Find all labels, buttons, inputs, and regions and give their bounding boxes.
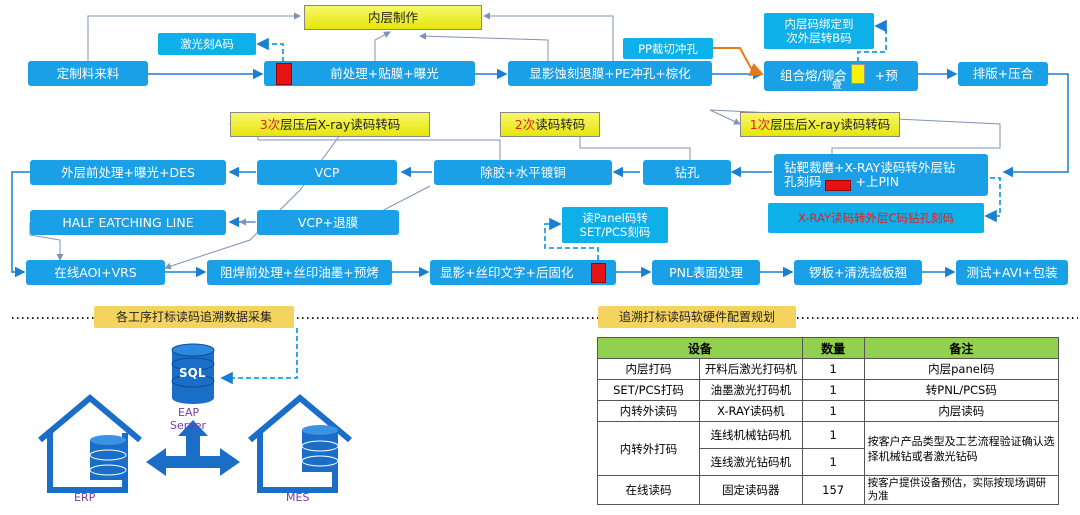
- data-exchange-arrow-icon: [146, 420, 240, 476]
- target-line2: 孔刻码 +上PIN: [784, 175, 899, 189]
- table-cell-device: 连线激光钻码机: [699, 448, 803, 476]
- table-cell-remark: 转PNL/PCS码: [863, 379, 1060, 401]
- silk-label: 显影+丝印文字+后固化: [440, 264, 574, 280]
- cutting-box: 定制料来料: [28, 61, 148, 86]
- xray-3-box: 3次层压后X-ray读码转码: [230, 112, 430, 137]
- mes-label: MES: [286, 491, 310, 504]
- aoi-box: 在线AOI+VRS: [26, 260, 165, 285]
- inner-layer-box: 内层制作: [304, 5, 482, 30]
- panel-note-line1: 读Panel码转: [582, 211, 648, 225]
- bind-b-line2: 次外层转B码: [786, 31, 852, 45]
- pretreat-label: 前处理+贴膜+曝光: [330, 65, 439, 81]
- mes-house-icon: [248, 394, 352, 493]
- target-box: 钻靶裁磨+X-RAY读码转外层钻 孔刻码 +上PIN: [774, 154, 988, 196]
- table-row: 内层打码 开料后激光打码机 1 内层panel码: [597, 358, 1060, 380]
- silk-box: 显影+丝印文字+后固化: [430, 260, 616, 285]
- table-cell-qty: 1: [801, 448, 865, 476]
- table-cell-qty: 1: [801, 379, 865, 401]
- right-section-bar: 追溯打标读码软硬件配置规划: [598, 306, 796, 328]
- table-cell-item: SET/PCS打码: [597, 379, 700, 401]
- table-row: 内转外打码 连线机械钻码机 1 按客户产品类型及工艺流程验证确认选择机械钻或者激…: [597, 421, 1060, 476]
- table-cell-remark: 内层读码: [863, 400, 1060, 422]
- table-cell-qty: 157: [801, 475, 865, 505]
- table-cell-item: 内层打码: [597, 358, 700, 380]
- table-cell-remark: 内层panel码: [863, 358, 1060, 380]
- fuse-label-end: +预: [874, 68, 898, 83]
- xray-1-label: 层压后X-ray读码转码: [770, 116, 891, 132]
- fuse-b-marker: [851, 64, 865, 84]
- xray-1-box: 1次层压后X-ray读码转码: [740, 112, 900, 137]
- table-cell-qty: 1: [801, 400, 865, 422]
- half-etching-box: HALF EATCHING LINE: [30, 210, 226, 235]
- eap-server-label: Server: [170, 419, 207, 432]
- fuse-label: 组合熔/铆合: [780, 68, 847, 83]
- table-cell-qty: 1: [801, 421, 865, 449]
- table-cell-qty: 1: [801, 358, 865, 380]
- fuse-label-sub: 叠: [832, 80, 842, 91]
- xray-1-count: 1次: [749, 116, 771, 132]
- table-cell-remark: 按客户提供设备预估，实际按现场调研为准: [863, 475, 1060, 505]
- target-line2b: +上PIN: [855, 174, 900, 189]
- etch-box: 显影蚀刻退膜+PE冲孔+棕化: [508, 61, 712, 86]
- desmear-box: 除胶+水平镀铜: [434, 160, 612, 185]
- solder-box: 阻焊前处理+丝印油墨+预烤: [207, 260, 392, 285]
- sql-database-icon: [171, 343, 215, 404]
- pp-cut-box: PP裁切冲孔: [623, 38, 713, 59]
- table-row: 连线激光钻码机 1: [598, 448, 1059, 476]
- pnl-box: PNL表面处理: [652, 260, 760, 285]
- route-box: 锣板+清洗验板翘: [794, 260, 922, 285]
- laser-mark-a-marker: [276, 63, 292, 85]
- target-line1: 钻靶裁磨+X-RAY读码转外层钻: [784, 160, 956, 175]
- table-row: 内转外读码 X-RAY读码机 1 内层读码: [597, 400, 1060, 422]
- table-cell-device: 油墨激光打码机: [699, 379, 803, 401]
- erp-house-icon: [38, 394, 142, 493]
- read-2-box: 2次读码转码: [500, 112, 600, 137]
- table-header-qty: 数量: [801, 337, 865, 359]
- table-cell-item: 在线读码: [597, 475, 700, 505]
- table-cell-item: 内转外打码: [597, 421, 700, 476]
- drill-box: 钻孔: [643, 160, 731, 185]
- bind-b-line1: 内层码绑定到: [784, 17, 854, 31]
- fuse-box: 组合熔/铆合 +预 叠: [764, 61, 918, 91]
- outer-layer-box: 外层前处理+曝光+DES: [30, 160, 226, 185]
- vcp-box: VCP: [257, 160, 397, 185]
- table-cell-item: 内转外读码: [597, 400, 700, 422]
- xray-3-count: 3次: [259, 116, 281, 132]
- xray-c-marker: [825, 180, 851, 191]
- equipment-table: 设备 数量 备注 内层打码 开料后激光打码机 1 内层panel码 SET/PC…: [597, 337, 1060, 505]
- table-cell-device: X-RAY读码机: [699, 400, 803, 422]
- read-2-count: 2次: [514, 116, 536, 132]
- bind-b-note: 内层码绑定到 次外层转B码: [764, 13, 874, 49]
- xray-c-note: X-RAY读码转外层C码钻孔刻码: [768, 203, 984, 233]
- eap-label: EAP: [178, 406, 200, 419]
- panel-note: 读Panel码转 SET/PCS刻码: [562, 207, 668, 243]
- table-cell-device: 固定读码器: [699, 475, 803, 505]
- table-row: SET/PCS打码 油墨激光打码机 1 转PNL/PCS码: [597, 379, 1060, 401]
- xray-3-label: 层压后X-ray读码转码: [280, 116, 401, 132]
- read-2-label: 读码转码: [535, 116, 586, 132]
- table-header-device: 设备: [597, 337, 803, 359]
- erp-label: ERP: [74, 491, 96, 504]
- left-section-bar: 各工序打标读码追溯数据采集: [94, 306, 294, 328]
- table-header-remark: 备注: [863, 337, 1060, 359]
- panel-note-line2: SET/PCS刻码: [579, 225, 651, 239]
- table-header-row: 设备 数量 备注: [597, 337, 1060, 359]
- laser-a-note: 激光刻A码: [158, 33, 256, 55]
- table-cell-device: 连线机械钻码机: [699, 421, 803, 449]
- pretreat-box: 前处理+贴膜+曝光: [264, 61, 475, 86]
- sql-label: SQL: [179, 366, 206, 380]
- table-cell-remark: 按客户产品类型及工艺流程验证确认选择机械钻或者激光钻码: [863, 421, 1060, 476]
- panel-marker: [591, 263, 606, 283]
- table-row: 在线读码 固定读码器 157 按客户提供设备预估，实际按现场调研为准: [597, 475, 1060, 505]
- table-cell-device: 开料后激光打码机: [699, 358, 803, 380]
- layup-box: 排版+压合: [958, 62, 1048, 86]
- target-line2a: 孔刻码: [784, 174, 822, 189]
- vcp-strip-box: VCP+退膜: [257, 210, 399, 235]
- test-box: 测试+AVI+包装: [956, 260, 1068, 285]
